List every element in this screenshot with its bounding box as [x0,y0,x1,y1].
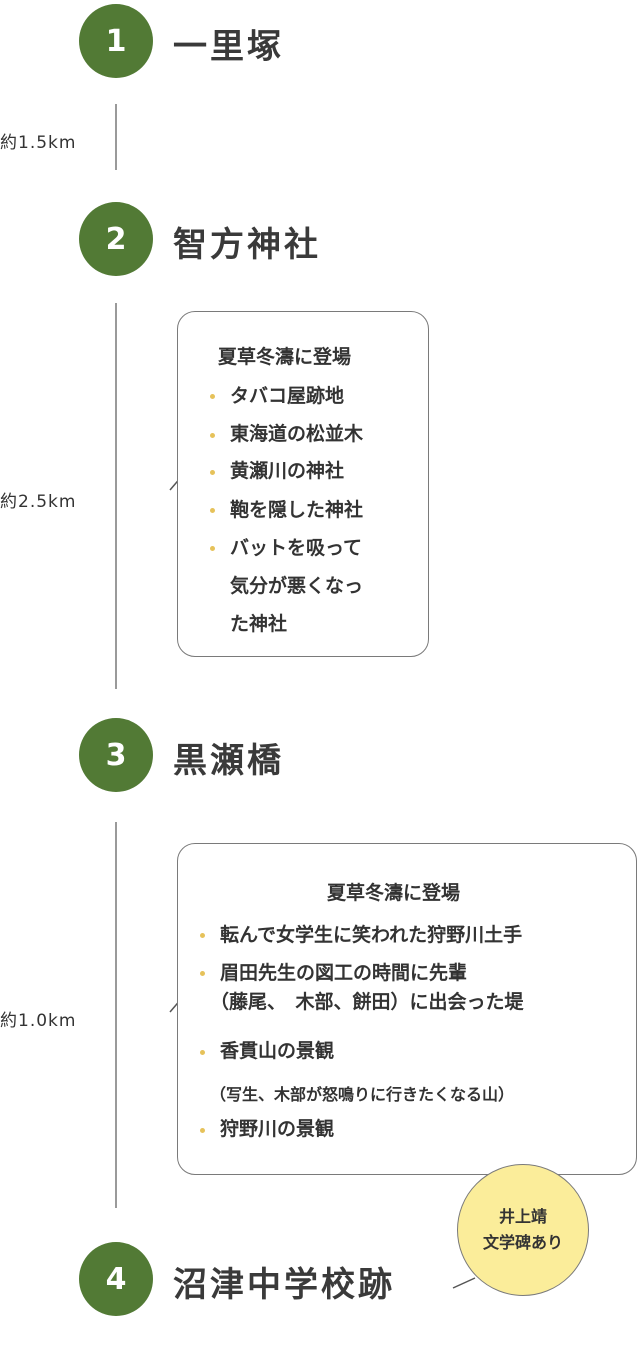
episode-note: （写生、木部が怒鳴りに行きたくなる山） [210,1085,515,1104]
episode-box-1-title: 夏草冬濤に登場 [218,346,352,368]
distance-1: 約1.5km [0,133,77,153]
route-line-1 [115,104,117,170]
episode-item: バットを吸って [230,537,363,559]
bullet [210,546,215,551]
bullet [200,1128,205,1133]
stop-2-number: 2 [79,202,153,276]
episode-item: 東海道の松並木 [230,423,364,445]
badge-line-1: 井上靖 [498,1207,547,1226]
episode-item: 転んで女学生に笑われた狩野川土手 [220,924,523,946]
stop-2-name: 智方神社 [173,225,321,265]
distance-3: 約1.0km [0,1011,77,1031]
bullet [210,470,215,475]
stop-4-number: 4 [79,1242,153,1316]
bullet [200,971,205,976]
stop-1-number: 1 [79,4,153,78]
monument-badge: 井上靖 文学碑あり [457,1164,589,1296]
route-line-2 [115,303,117,689]
bullet [210,508,215,513]
episode-item: タバコ屋跡地 [230,385,345,407]
bullet [200,1050,205,1055]
badge-connector [452,1277,476,1289]
episode-box-2-title: 夏草冬濤に登場 [327,882,461,904]
episode-item-continued: た神社 [230,613,288,635]
distance-2: 約2.5km [0,492,77,512]
stop-3-number: 3 [79,718,153,792]
bullet [210,394,215,399]
stop-4-name: 沼津中学校跡 [173,1265,395,1305]
stop-3-name: 黒瀬橋 [173,741,284,781]
episode-item: 黄瀬川の神社 [230,460,345,482]
stop-1-name: 一里塚 [173,27,284,67]
bullet [210,433,215,438]
episode-item: 狩野川の景観 [220,1118,335,1140]
bullet [200,933,205,938]
badge-line-2: 文学碑あり [482,1233,563,1252]
episode-item: 香貫山の景観 [220,1040,335,1062]
episode-item: 鞄を隠した神社 [230,499,364,521]
route-line-3 [115,822,117,1208]
episode-item: 眉田先生の図工の時間に先輩 [220,962,468,984]
episode-box-1: 夏草冬濤に登場 タバコ屋跡地 東海道の松並木 黄瀬川の神社 鞄を隠した神社 バッ… [177,311,429,657]
episode-box-2: 夏草冬濤に登場 転んで女学生に笑われた狩野川土手 眉田先生の図工の時間に先輩 （… [177,843,637,1175]
episode-item-continued: （藤尾、 木部、餅田）に出会った堤 [210,991,524,1013]
episode-item-continued: 気分が悪くなっ [230,575,364,597]
